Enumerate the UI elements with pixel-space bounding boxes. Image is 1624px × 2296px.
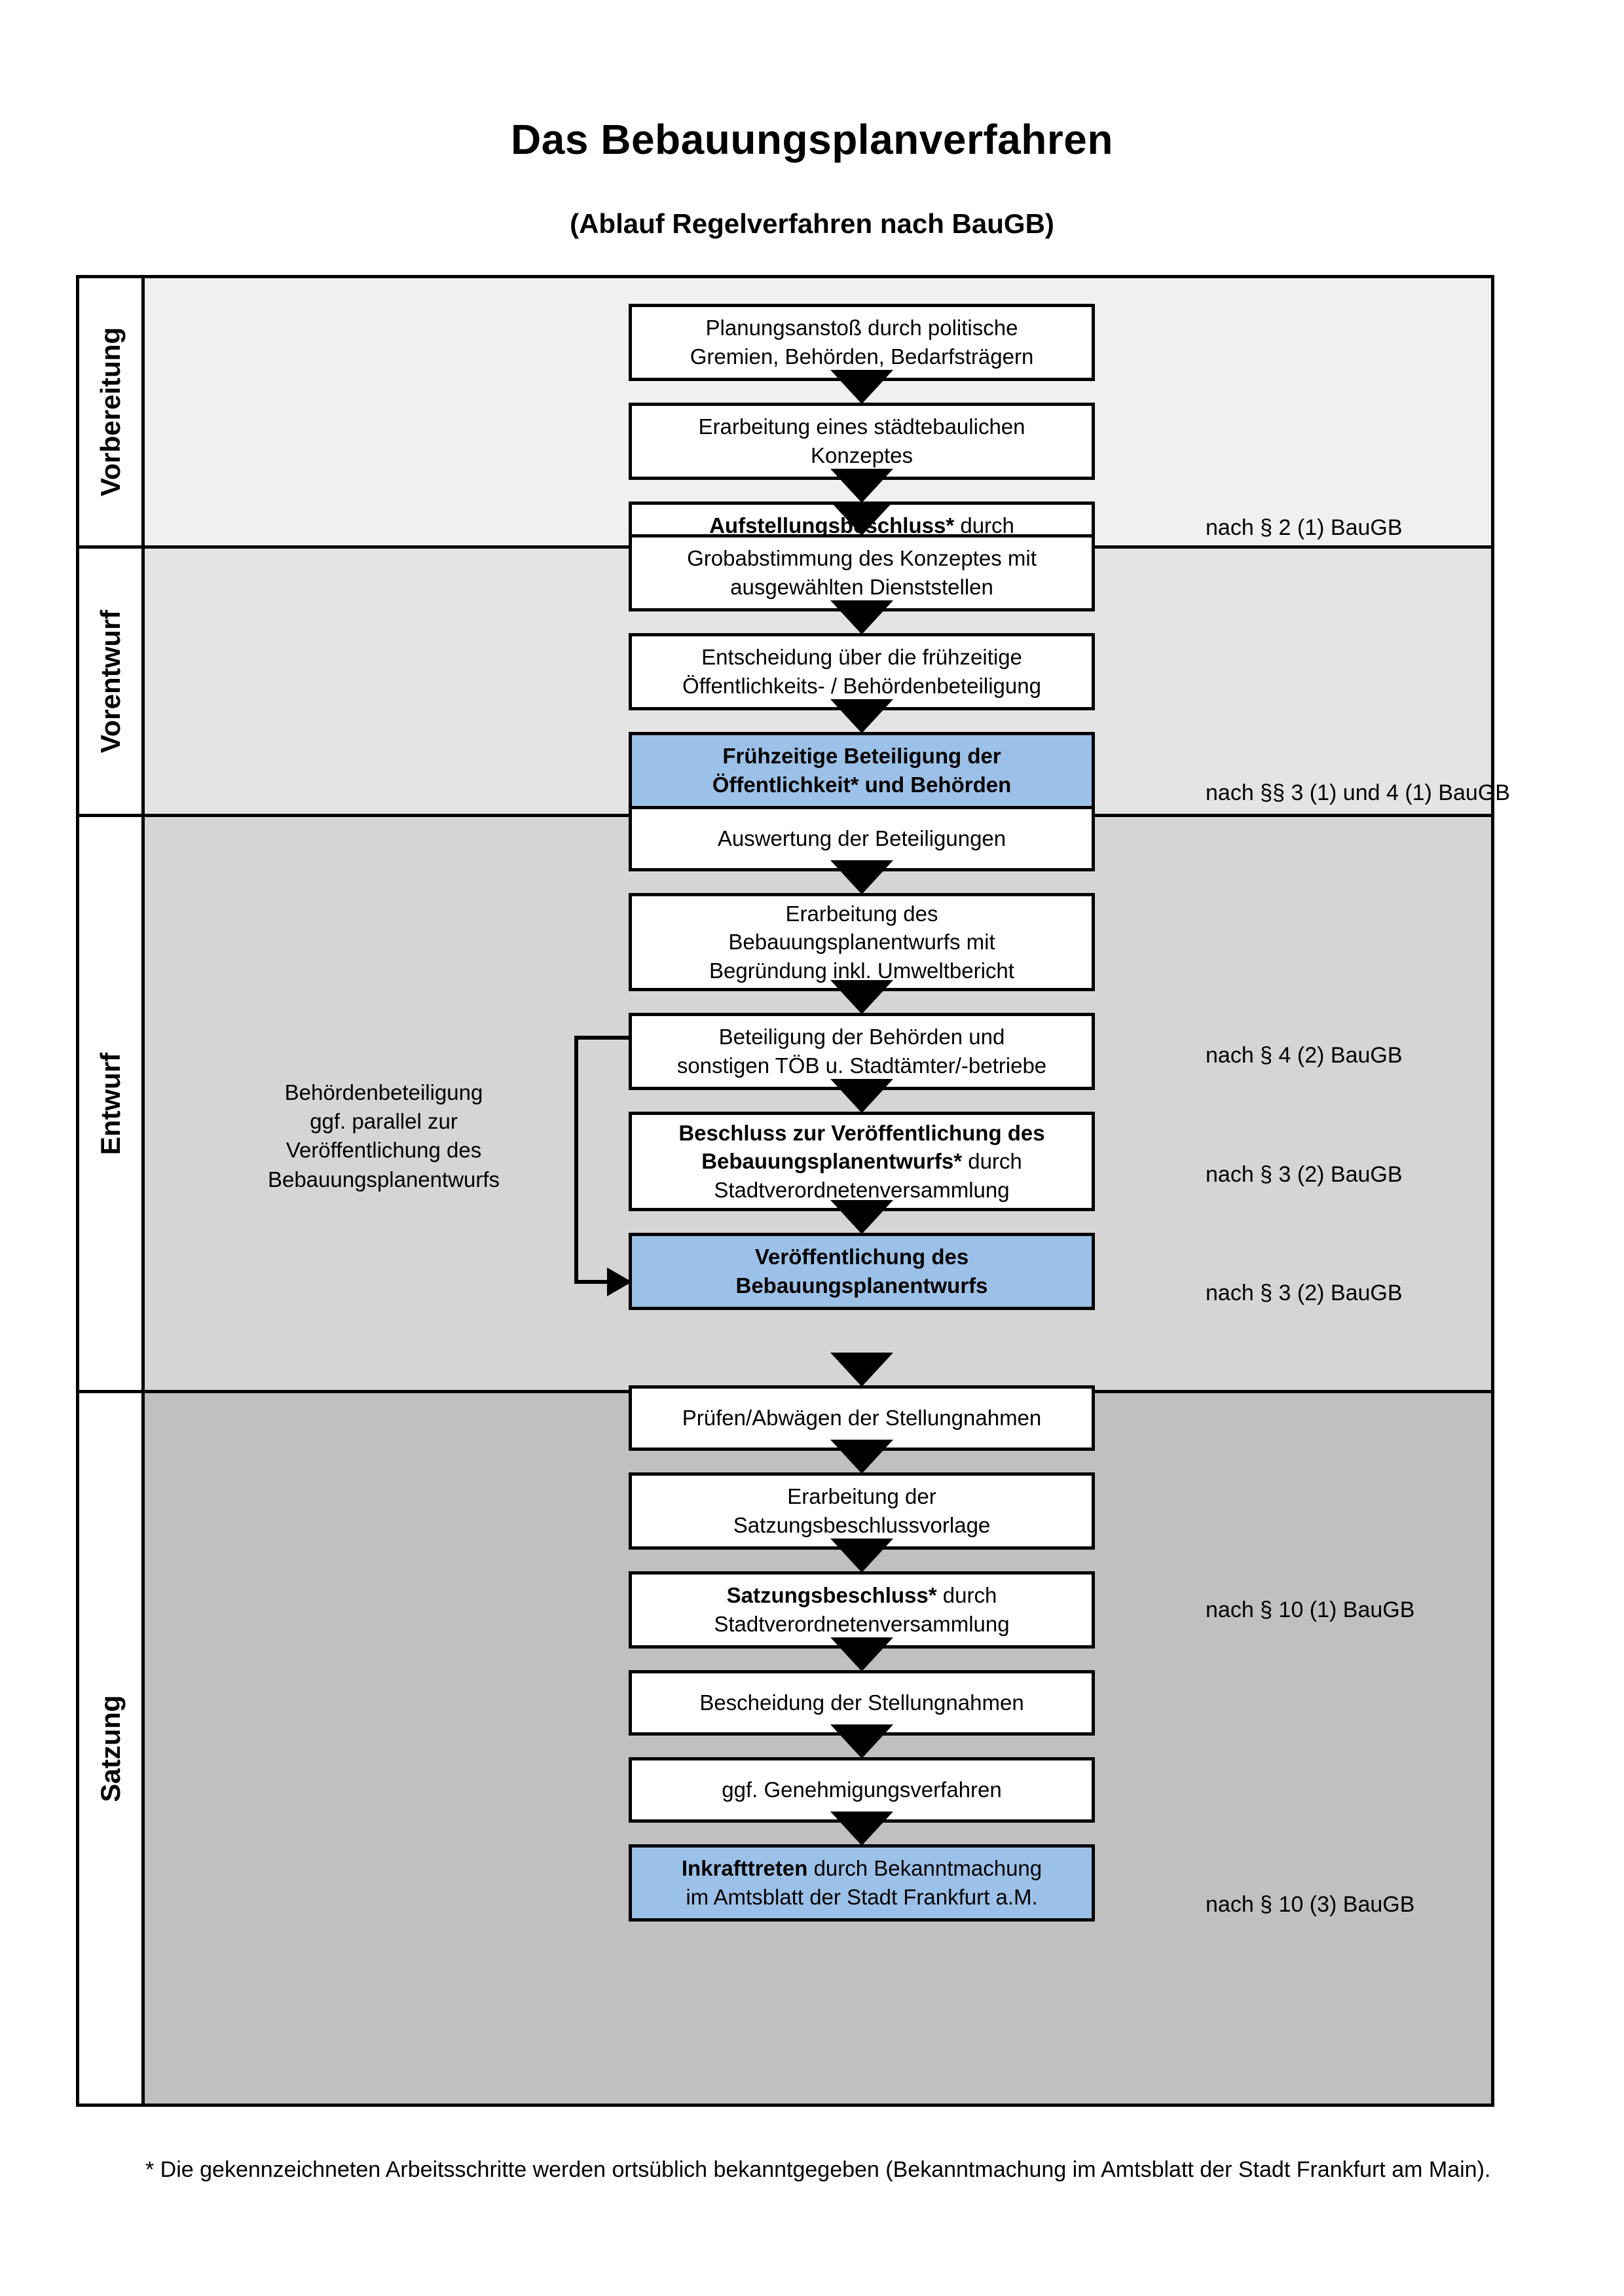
arrow-down-icon — [830, 1440, 893, 1474]
step-box-erarbeitung-bplan-entwurf[interactable]: Erarbeitung des Bebauungsplanentwurfs mi… — [629, 893, 1095, 991]
phase-label-satzung: Satzung — [79, 1393, 145, 2104]
phase-label-text: Entwurf — [94, 1052, 126, 1155]
step-box-beteiligung-behoerden[interactable]: Beteiligung der Behörden und sonstigen T… — [629, 1013, 1095, 1090]
step-line: Prüfen/Abwägen der Stellungnahmen — [682, 1406, 1042, 1430]
law-note-6: nach § 10 (1) BauGB — [1206, 1597, 1415, 1622]
arrow-down-icon — [830, 1079, 893, 1113]
step-line: Begründung inkl. Umweltbericht — [709, 958, 1014, 983]
step-box-veroeffentlichung-bplan[interactable]: Veröffentlichung des Bebauungsplanentwur… — [629, 1233, 1095, 1310]
step-box-inkrafttreten[interactable]: Inkrafttreten durch Bekanntmachung im Am… — [629, 1844, 1095, 1922]
step-box-bescheidung-stellungnahmen[interactable]: Bescheidung der Stellungnahmen — [629, 1670, 1095, 1736]
arrow-down-icon — [830, 980, 893, 1014]
law-note-3: nach § 4 (2) BauGB — [1206, 1043, 1403, 1068]
phase-label-text: Satzung — [94, 1694, 126, 1802]
step-line-bold: Öffentlichkeit* und Behörden — [712, 773, 1012, 797]
step-box-entscheidung-fruehzeitige[interactable]: Entscheidung über die frühzeitige Öffent… — [629, 633, 1095, 710]
parallel-connector — [574, 1036, 632, 1296]
page-subtitle: (Ablauf Regelverfahren nach BauGB) — [570, 208, 1054, 239]
step-line-bold: Bebauungsplanentwurfs — [735, 1273, 988, 1298]
step-line: Auswertung der Beteiligungen — [717, 826, 1006, 851]
phase-entwurf: Entwurf Auswertung der Beteiligungen Era… — [79, 806, 1491, 1393]
step-line: Beteiligung der Behörden und — [718, 1025, 1005, 1049]
step-line: Bebauungsplanentwurfs mit — [728, 930, 995, 955]
arrow-down-icon — [830, 1637, 893, 1671]
step-box-planungsanstoss[interactable]: Planungsanstoß durch politische Gremien,… — [629, 304, 1095, 381]
law-note-2: nach §§ 3 (1) und 4 (1) BauGB — [1206, 780, 1510, 805]
step-line-bold: Bebauungsplanentwurfs* — [701, 1149, 963, 1174]
step-line: durch — [936, 1583, 997, 1608]
arrow-down-icon — [830, 860, 893, 894]
annotation-line: Behördenbeteiligung — [284, 1080, 483, 1104]
phase-label-text: Vorentwurf — [94, 610, 126, 753]
footnote-line: Frankfurt am Main). — [1296, 2157, 1491, 2182]
phase-body-entwurf: Auswertung der Beteiligungen Erarbeitung… — [145, 806, 1491, 1393]
arrow-down-icon — [830, 699, 893, 733]
step-line: im Amtsblatt der Stadt Frankfurt a.M. — [686, 1885, 1038, 1909]
step-line: Erarbeitung der — [787, 1484, 936, 1509]
step-line: durch — [954, 513, 1014, 538]
step-line: Erarbeitung eines städtebaulichen — [698, 414, 1025, 439]
arrow-down-icon — [830, 469, 893, 503]
phase-body-satzung: Prüfen/Abwägen der Stellungnahmen Erarbe… — [145, 1353, 1491, 2104]
step-line-bold: Inkrafttreten — [681, 1856, 808, 1881]
arrow-down-icon — [830, 501, 893, 536]
step-box-fruehzeitige-beteiligung[interactable]: Frühzeitige Beteiligung der Öffentlichke… — [629, 732, 1095, 809]
law-note-5: nach § 3 (2) BauGB — [1206, 1281, 1403, 1305]
arrow-down-icon — [830, 1353, 893, 1387]
step-line-bold: Frühzeitige Beteiligung der — [722, 744, 1001, 769]
law-note-7: nach § 10 (3) BauGB — [1206, 1892, 1415, 1917]
page-title: Das Bebauungsplanverfahren — [511, 116, 1113, 163]
phase-vorentwurf: Vorentwurf Grobabstimmung des Konzeptes … — [79, 501, 1510, 817]
step-line: durch Bekanntmachung — [807, 1856, 1043, 1881]
flowchart-frame: Vorbereitung Planungsanstoß durch politi… — [76, 275, 1510, 2107]
step-line: Entscheidung über die frühzeitige — [701, 645, 1022, 670]
law-note-1: nach § 2 (1) BauGB — [1206, 515, 1403, 540]
phase-label-entwurf: Entwurf — [79, 817, 145, 1393]
footnote: * Die gekennzeichneten Arbeitsschritte w… — [145, 2154, 1494, 2186]
step-line: durch — [962, 1149, 1022, 1174]
step-line-bold: Satzungsbeschluss* — [726, 1583, 937, 1608]
step-line: Gremien, Behörden, Bedarfsträgern — [690, 344, 1034, 369]
step-line: Bescheidung der Stellungnahmen — [699, 1690, 1024, 1715]
annotation-behoerdenbeteiligung: Behördenbeteiligung ggf. parallel zur Ve… — [236, 1078, 531, 1194]
phase-body-vorentwurf: Grobabstimmung des Konzeptes mit ausgewä… — [145, 501, 1510, 817]
step-line: Konzeptes — [811, 443, 913, 467]
step-line: Satzungsbeschlussvorlage — [733, 1513, 991, 1537]
arrow-down-icon — [830, 1200, 893, 1234]
step-line-bold: Veröffentlichung des — [754, 1245, 969, 1269]
step-line: Planungsanstoß durch politische — [705, 316, 1018, 340]
step-line: Stadtverordnetenversammlung — [714, 1177, 1010, 1202]
phase-label-vorbereitung: Vorbereitung — [79, 278, 145, 549]
step-line: Öffentlichkeits- / Behördenbeteiligung — [682, 674, 1041, 698]
phase-label-vorentwurf: Vorentwurf — [79, 549, 145, 817]
footnote-line: * Die gekennzeichneten Arbeitsschritte w… — [145, 2157, 1291, 2182]
step-line: Erarbeitung des — [785, 901, 938, 926]
phase-body-vorbereitung: Planungsanstoß durch politische Gremien,… — [145, 278, 1491, 579]
arrow-down-icon — [830, 1812, 893, 1846]
step-box-beschluss-veroeffentlichung[interactable]: Beschluss zur Veröffentlichung des Bebau… — [629, 1112, 1095, 1211]
law-note-4: nach § 3 (2) BauGB — [1206, 1162, 1403, 1187]
annotation-line: Bebauungsplanentwurfs — [267, 1167, 500, 1192]
step-line: Grobabstimmung des Konzeptes mit — [687, 546, 1037, 571]
arrow-down-icon — [830, 600, 893, 634]
annotation-line: ggf. parallel zur — [310, 1109, 458, 1134]
step-line-bold: Beschluss zur Veröffentlichung des — [678, 1120, 1045, 1145]
phase-label-text: Vorbereitung — [94, 327, 126, 497]
step-line: ggf. Genehmigungsverfahren — [722, 1777, 1002, 1802]
arrow-down-icon — [830, 370, 893, 404]
step-line: ausgewählten Dienststellen — [730, 575, 993, 599]
step-box-erarbeitung-satzungsbeschlussvorlage[interactable]: Erarbeitung der Satzungsbeschlussvorlage — [629, 1472, 1095, 1550]
arrow-down-icon — [830, 1724, 893, 1758]
annotation-line: Veröffentlichung des — [286, 1138, 482, 1163]
step-box-staedtebauliches-konzept[interactable]: Erarbeitung eines städtebaulichen Konzep… — [629, 403, 1095, 480]
phase-satzung: Satzung Prüfen/Abwägen der Stellungnahme… — [79, 1353, 1491, 2104]
phase-vorbereitung: Vorbereitung Planungsanstoß durch politi… — [79, 278, 1491, 579]
arrow-down-icon — [830, 1539, 893, 1573]
step-line: sonstigen TÖB u. Stadtämter/-betriebe — [676, 1053, 1047, 1078]
step-line: Stadtverordnetenversammlung — [714, 1612, 1010, 1636]
